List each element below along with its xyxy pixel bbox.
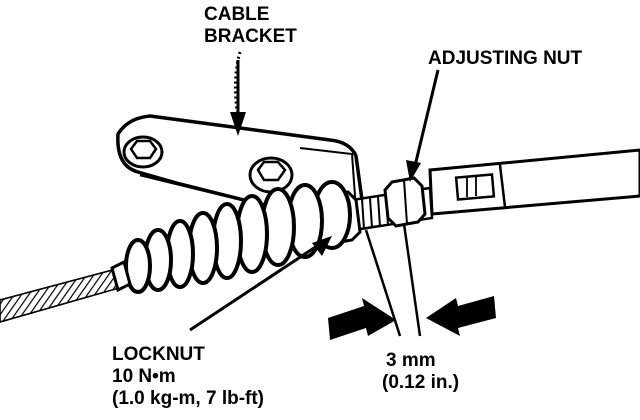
locknut-label-line1: LOCKNUT bbox=[112, 344, 205, 365]
adjusting-nut bbox=[383, 176, 427, 228]
gap-label-mm: 3 mm bbox=[386, 350, 436, 371]
bracket-bolt-right bbox=[248, 156, 294, 194]
cable-bracket-label-line1: CABLE bbox=[204, 4, 270, 25]
locknut-torque-nm: 10 N•m bbox=[112, 366, 176, 387]
gap-arrow-left-icon bbox=[328, 298, 396, 340]
cable-bracket-label: CABLE BRACKET bbox=[204, 4, 297, 48]
bracket-bolt-left bbox=[122, 135, 164, 169]
inner-cable bbox=[0, 267, 128, 323]
adjusting-nut-leader bbox=[406, 69, 440, 182]
gap-label: 3 mm (0.12 in.) bbox=[382, 350, 459, 394]
gap-label-in: (0.12 in.) bbox=[382, 372, 460, 393]
cable-housing bbox=[428, 148, 640, 216]
gap-arrow-right-icon bbox=[426, 296, 496, 336]
locknut-label: LOCKNUT 10 N•m (1.0 kg-m, 7 lb-ft) bbox=[112, 344, 264, 410]
cable-bracket-leader bbox=[230, 51, 246, 136]
locknut-leader bbox=[189, 236, 332, 332]
adjusting-nut-label: ADJUSTING NUT bbox=[428, 48, 583, 69]
gap-dimension bbox=[328, 223, 496, 340]
cable-bracket-label-line2: BRACKET bbox=[204, 26, 297, 47]
rubber-boot bbox=[110, 180, 352, 294]
locknut-torque-alt: (1.0 kg-m, 7 lb-ft) bbox=[112, 388, 265, 409]
